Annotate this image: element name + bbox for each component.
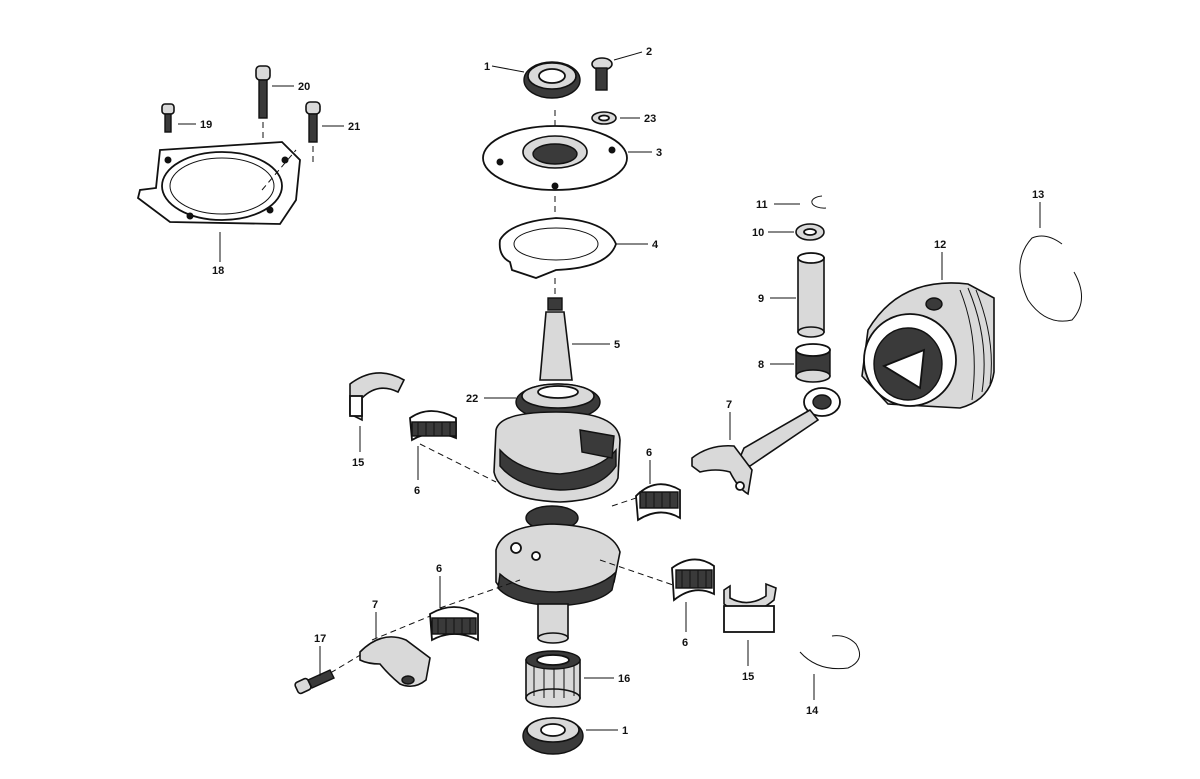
screw-part-21 [305,101,321,162]
callout-1-top: 1 [484,61,490,73]
callout-11: 11 [756,199,768,211]
piston-part-12 [861,282,995,409]
callout-1-bottom: 1 [622,725,628,737]
callout-6-lower-right: 6 [682,637,688,649]
screw-part-19 [161,103,175,133]
callout-7-right: 7 [726,399,732,411]
leader-lines [178,51,1041,731]
callout-20: 20 [298,81,310,93]
callout-23: 23 [644,113,656,125]
seal-part-1-top [523,61,581,99]
screw-part-2 [591,57,613,91]
callout-9: 9 [758,293,764,305]
callout-3: 3 [656,147,662,159]
callout-labels: 1 2 23 3 4 5 22 18 19 20 21 11 10 9 8 12… [200,46,1044,737]
callout-8: 8 [758,359,764,371]
needle-cage-part-6-upper-right [635,483,681,522]
callout-12: 12 [934,239,946,251]
bolt-part-17 [294,669,335,695]
callout-15-left: 15 [352,457,364,469]
gasket-part-4 [498,196,617,298]
cover-plate-part-18 [136,141,301,225]
callout-22: 22 [466,393,478,405]
callout-10: 10 [752,227,764,239]
connecting-rod-part-7 [691,387,841,496]
piston-ring-part-13 [1019,235,1082,322]
callout-5: 5 [614,339,620,351]
rod-cap-part-7 [359,636,431,688]
screw-part-20 [255,65,271,140]
callout-16: 16 [618,673,630,685]
wrist-pin-part-9 [797,252,825,338]
callout-17: 17 [314,633,326,645]
bearing-half-part-15-left [349,372,406,422]
washer-part-10 [795,223,825,241]
callout-4: 4 [652,239,659,251]
callout-18: 18 [212,265,224,277]
callout-7-lower: 7 [372,599,378,611]
seal-part-1-bottom [522,717,584,755]
callout-21: 21 [348,121,360,133]
callout-14: 14 [806,705,819,717]
callout-6-upper-right: 6 [646,447,652,459]
circlip-part-11 [811,195,827,209]
callout-6-upper-left: 6 [414,485,420,497]
bearing-part-8 [795,343,831,383]
needle-cage-part-6-lower-right [671,558,715,602]
callout-19: 19 [200,119,212,131]
needle-cage-part-6-lower-left [429,606,479,642]
crankshaft-part-5 [493,297,621,644]
needle-bearing-part-16 [525,650,581,708]
retainer-plate-part-3 [482,110,628,191]
needle-cage-part-6-upper-left [409,410,457,442]
bearing-half-part-15-right [723,582,777,633]
callout-15-right: 15 [742,671,754,683]
lock-ring-part-14 [799,635,861,670]
callout-6-lower-left: 6 [436,563,442,575]
lockwasher-part-23 [591,111,617,125]
callout-2: 2 [646,46,652,58]
callout-13: 13 [1032,189,1044,201]
